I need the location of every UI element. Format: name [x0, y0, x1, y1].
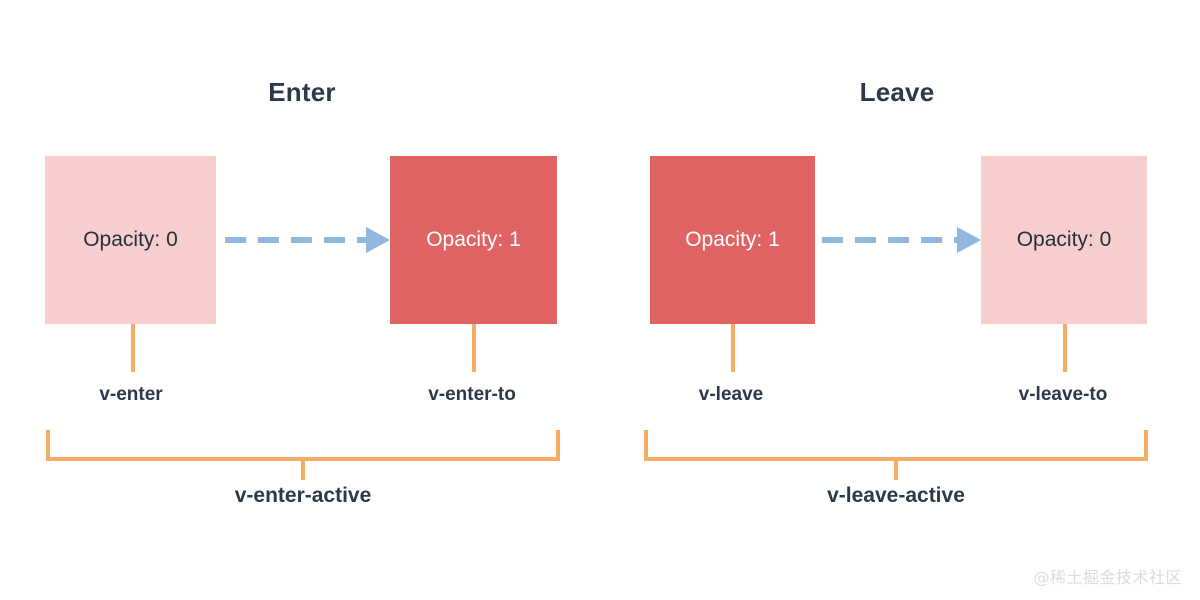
- dashed-arrow-right-icon: [822, 227, 981, 253]
- phase-label-v-enter-active: v-enter-active: [234, 484, 372, 507]
- arrow-shaft: [822, 237, 958, 243]
- state-box-v-leave: Opacity: 1: [650, 156, 815, 324]
- leader-line-v-leave: [731, 324, 735, 372]
- dashed-arrow-right-icon: [225, 227, 390, 253]
- state-box-v-leave-to: Opacity: 0: [981, 156, 1147, 324]
- state-box-label: Opacity: 1: [685, 228, 780, 251]
- phase-label-v-enter: v-enter: [99, 384, 163, 405]
- phase-label-v-leave-to: v-leave-to: [1018, 384, 1108, 405]
- state-box-v-enter-to: Opacity: 1: [390, 156, 557, 324]
- arrow-head: [366, 227, 390, 253]
- state-box-label: Opacity: 0: [83, 228, 178, 251]
- state-box-label: Opacity: 0: [1016, 228, 1112, 251]
- bracket-stem-v-enter-active: [301, 457, 305, 480]
- bracket-stem-v-leave-active: [894, 457, 898, 480]
- phase-label-v-leave: v-leave: [698, 384, 764, 405]
- leader-line-v-leave-to: [1063, 324, 1067, 372]
- state-box-v-enter: Opacity: 0: [45, 156, 216, 324]
- leader-line-v-enter: [131, 324, 135, 372]
- phase-label-v-enter-to: v-enter-to: [428, 384, 516, 405]
- arrow-head: [957, 227, 981, 253]
- group-title-leave: Leave: [859, 77, 935, 107]
- leader-line-v-enter-to: [472, 324, 476, 372]
- arrow-shaft: [225, 237, 367, 243]
- group-title-enter: Enter: [268, 77, 336, 107]
- phase-label-v-leave-active: v-leave-active: [827, 484, 965, 507]
- state-box-label: Opacity: 1: [426, 228, 521, 251]
- watermark: @稀土掘金技术社区: [1033, 568, 1182, 587]
